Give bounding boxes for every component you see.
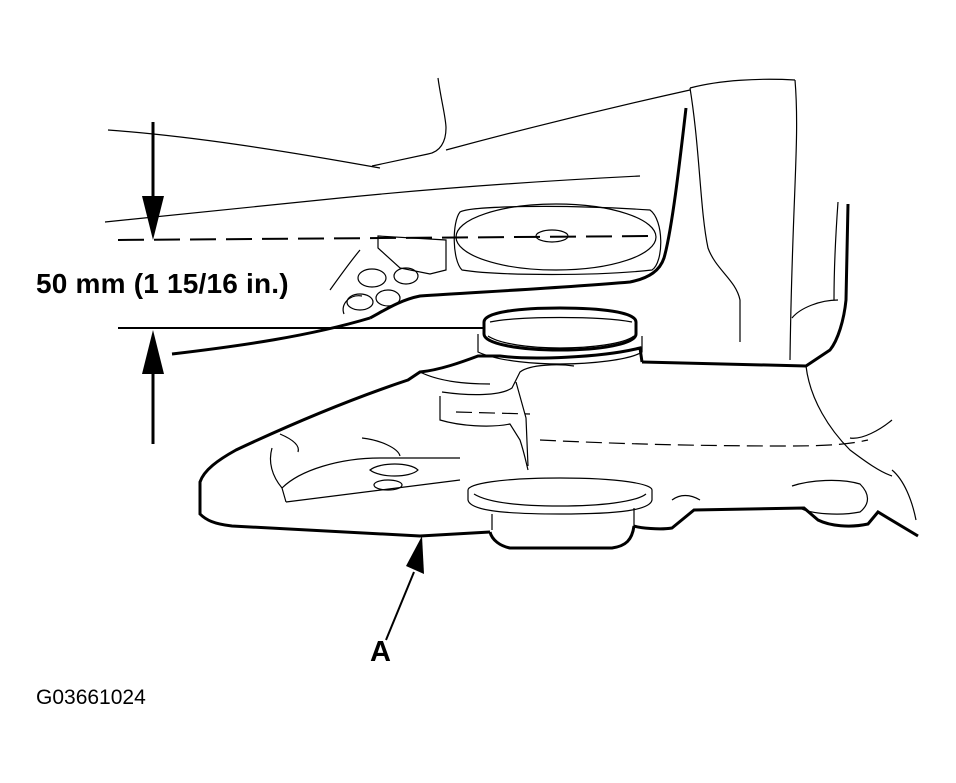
part-a-leader-arrowhead — [406, 536, 424, 574]
lower-bracket — [198, 203, 919, 550]
upper-body-structure — [104, 77, 839, 361]
figure-id: G03661024 — [36, 686, 146, 709]
dimension-lines — [117, 122, 656, 444]
lower-dimension-arrowhead — [142, 330, 164, 374]
upper-dimension-arrowhead — [142, 196, 164, 240]
part-a-leader — [385, 536, 424, 641]
part-a-label: A — [370, 636, 391, 668]
upper-bushing — [477, 306, 643, 365]
upper-panel — [171, 107, 688, 356]
dimension-label: 50 mm (1 15/16 in.) — [36, 268, 289, 299]
